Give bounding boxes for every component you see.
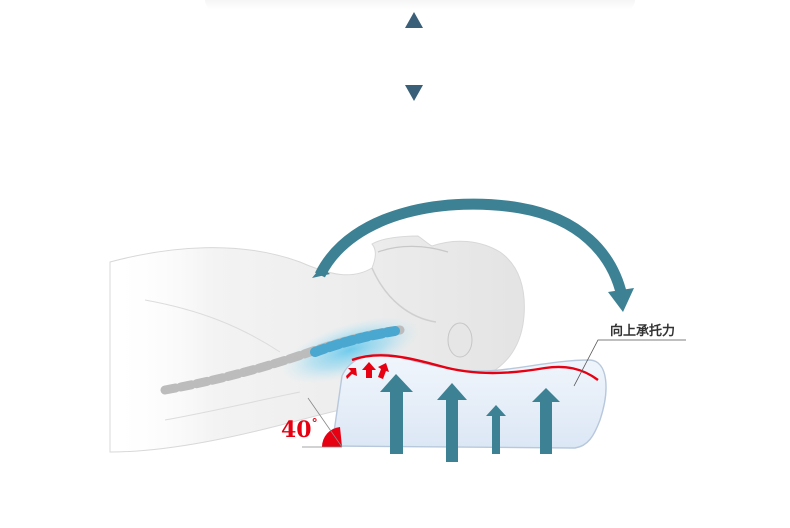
angle-label: 40° bbox=[281, 416, 318, 444]
upward-support-label: 向上承托力 bbox=[610, 320, 675, 339]
angle-degree-symbol: ° bbox=[312, 416, 318, 430]
angle-value: 40 bbox=[281, 417, 312, 443]
